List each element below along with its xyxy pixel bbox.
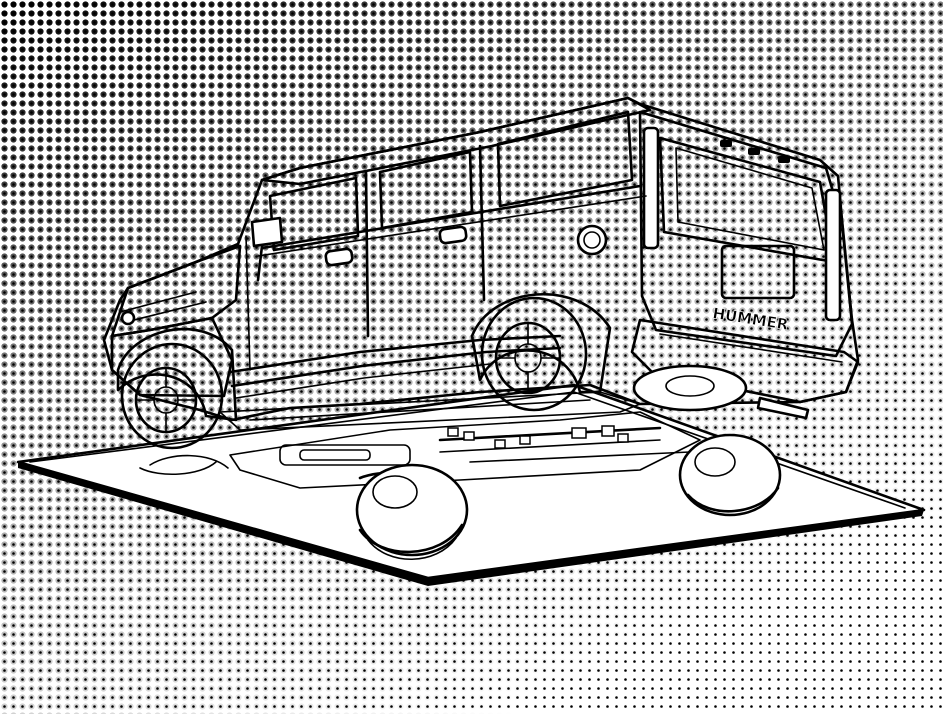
reflected-wheels — [139, 433, 782, 560]
glass-platform — [16, 383, 926, 586]
rear-wheel — [480, 296, 588, 412]
front-wheel — [120, 342, 224, 450]
rear-door-window — [378, 150, 474, 230]
cargo-window — [496, 110, 634, 208]
side-mirror — [250, 216, 284, 248]
suv-body: HUMMER — [102, 96, 860, 422]
undercarriage — [219, 391, 641, 431]
license-plate — [720, 244, 796, 300]
chassis-underside — [149, 411, 701, 489]
